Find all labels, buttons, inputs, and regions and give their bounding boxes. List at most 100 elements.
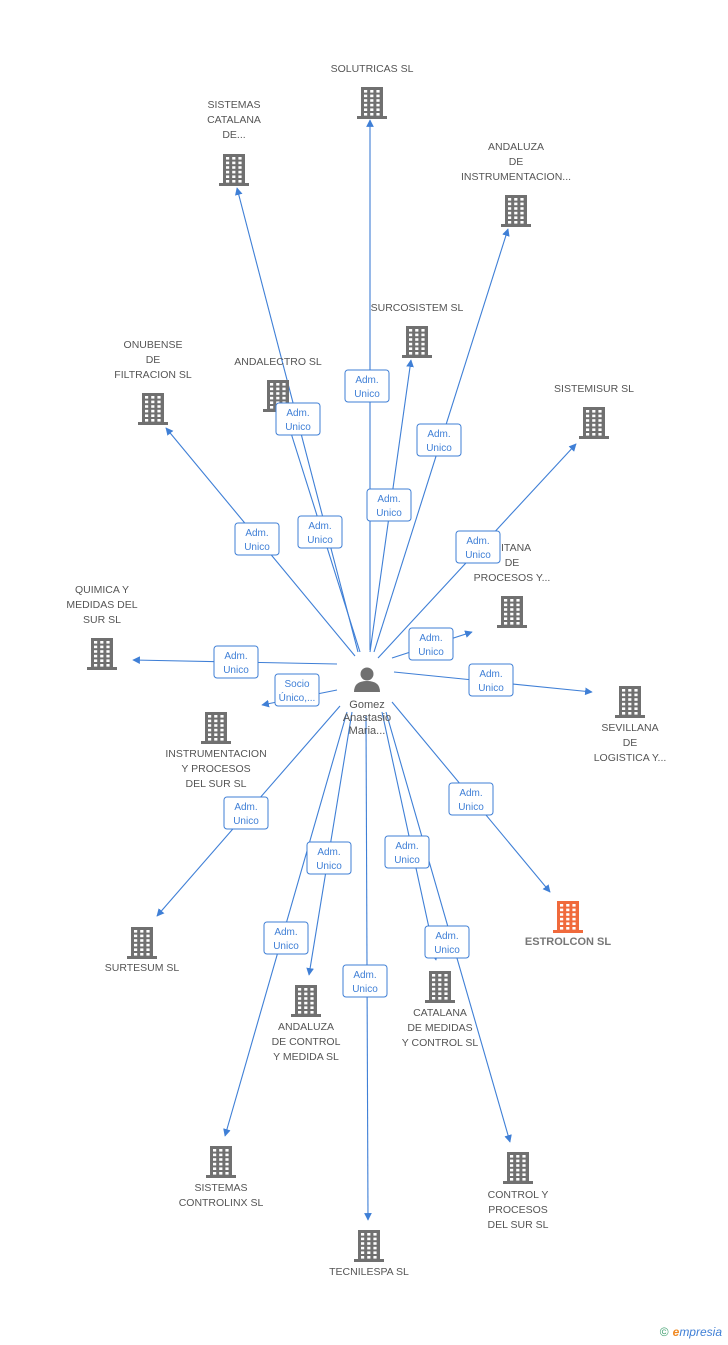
relation-tag[interactable]: Adm. Unico (424, 925, 470, 959)
company-node-estrolcon[interactable]: ESTROLCON SL (525, 901, 611, 948)
relation-tag-text: Adm. (286, 408, 309, 419)
relation-tag-box (274, 673, 320, 707)
relation-tag-text: Adm. (245, 528, 268, 539)
relation-tag[interactable]: Adm. Unico (306, 841, 352, 875)
building-icon (402, 326, 432, 358)
company-label: LOGISTICA Y... (594, 752, 667, 764)
relation-tag-box (306, 841, 352, 875)
company-label: OITANA (493, 542, 531, 554)
relation-tag-text: Unico (434, 945, 460, 956)
company-node-andaluza-instrumentacion[interactable]: ANDALUZADEINSTRUMENTACION... (461, 141, 571, 227)
company-label: PROCESOS (488, 1204, 548, 1216)
relation-tag-box (263, 921, 309, 955)
company-label: CATALANA (413, 1007, 467, 1019)
relation-tag-text: Único,... (279, 691, 316, 704)
company-label: ANDALECTRO SL (234, 356, 322, 368)
company-label: SISTEMAS (207, 99, 260, 111)
relation-tag-text: Adm. (234, 802, 257, 813)
relation-tag[interactable]: Adm.Unico (297, 515, 343, 549)
company-label: CATALANA (207, 114, 261, 126)
relation-tag-box (416, 423, 462, 457)
building-icon (87, 638, 117, 670)
relation-tag-text: Unico (465, 550, 491, 561)
brand-logo[interactable]: empresia (672, 1325, 722, 1339)
building-icon (503, 1152, 533, 1184)
company-label: DE MEDIDAS (407, 1022, 472, 1034)
copyright-icon: © (659, 1325, 669, 1339)
relation-tag[interactable]: Adm.Unico (468, 663, 514, 697)
relation-tag-text: Unico (426, 443, 452, 454)
relation-tag-box (468, 663, 514, 697)
nodes-layer: SOLUTRICAS SLSISTEMASCATALANADE...ANDALU… (66, 63, 666, 1278)
relation-tag[interactable]: Adm. Unico (223, 796, 269, 830)
relation-tag-text: Unico (316, 861, 342, 872)
company-node-surcosistem[interactable]: SURCOSISTEM SL (371, 302, 464, 358)
relation-tag[interactable]: Adm.Unico (213, 645, 259, 679)
relation-tag-text: Unico (233, 816, 259, 827)
company-label: ESTROLCON SL (525, 936, 611, 948)
relation-tag[interactable]: Adm.Unico (416, 423, 462, 457)
company-label: DE (623, 737, 638, 749)
company-node-catalana-medidas[interactable]: CATALANA DE MEDIDAS Y CONTROL SL (402, 971, 479, 1049)
relation-tag-text: Adm. (224, 651, 247, 662)
relation-tag[interactable]: Adm.Unico (366, 488, 412, 522)
relation-tag-text: Socio (284, 679, 309, 690)
relation-tag-text: Unico (307, 535, 333, 546)
relation-tag-box (384, 835, 430, 869)
company-label: QUIMICA Y (75, 584, 129, 596)
relation-tag-box (448, 782, 494, 816)
relation-tag-text: Adm. (435, 931, 458, 942)
relation-tag[interactable]: Adm. Unico (455, 530, 501, 564)
company-node-sevillana[interactable]: SEVILLANA DE LOGISTICA Y... (594, 686, 667, 764)
company-label: DE (146, 354, 161, 366)
building-icon (138, 393, 168, 425)
building-icon (291, 985, 321, 1017)
relation-tag-text: Unico (273, 941, 299, 952)
relation-tag-text: Unico (458, 802, 484, 813)
company-label: SEVILLANA (601, 722, 658, 734)
relation-tag-text: Adm. (274, 927, 297, 938)
relation-tag-box (275, 402, 321, 436)
relation-tag-text: Adm. (466, 536, 489, 547)
relation-tag[interactable]: SocioÚnico,... (274, 673, 320, 707)
relation-tag[interactable]: Adm.Unico (342, 964, 388, 998)
relation-tag-text: Unico (394, 855, 420, 866)
relation-tag[interactable]: Adm.Unico (344, 369, 390, 403)
company-label: ANDALUZA (278, 1021, 334, 1033)
relation-tag[interactable]: Adm. Unico (263, 921, 309, 955)
company-node-surtesum[interactable]: SURTESUM SL (105, 927, 180, 974)
relation-tag[interactable]: Adm.Unico (384, 835, 430, 869)
relation-tag-text: Unico (352, 984, 378, 995)
company-node-tecnilespa[interactable]: TECNILESPA SL (329, 1230, 409, 1278)
company-node-sistemisur[interactable]: SISTEMISUR SL (554, 383, 634, 439)
relation-tag[interactable]: Adm.Unico (275, 402, 321, 436)
relation-tag-box (342, 964, 388, 998)
building-icon (206, 1146, 236, 1178)
relation-tag[interactable]: Adm.Unico (408, 627, 454, 661)
relation-tag[interactable]: Adm.Unico (448, 782, 494, 816)
company-label: Y CONTROL SL (402, 1037, 479, 1049)
relation-tag-text: Unico (244, 542, 270, 553)
building-icon (501, 195, 531, 227)
center-person[interactable]: GomezAnastasioMaria... (343, 667, 391, 738)
company-label: SISTEMAS (194, 1182, 247, 1194)
company-node-solutricas[interactable]: SOLUTRICAS SL (331, 63, 414, 119)
building-icon (497, 596, 527, 628)
company-label: INSTRUMENTACION (165, 748, 266, 760)
relation-tag-text: Adm. (317, 847, 340, 858)
company-label: TECNILESPA SL (329, 1266, 409, 1278)
building-icon (425, 971, 455, 1003)
relation-tag-box (297, 515, 343, 549)
relation-tag-text: Adm. (419, 633, 442, 644)
person-icon (354, 667, 380, 692)
company-node-sistemas-catalana[interactable]: SISTEMASCATALANADE... (207, 99, 261, 186)
relation-tag[interactable]: Adm. Unico (234, 522, 280, 556)
company-label: SUR SL (83, 614, 121, 626)
